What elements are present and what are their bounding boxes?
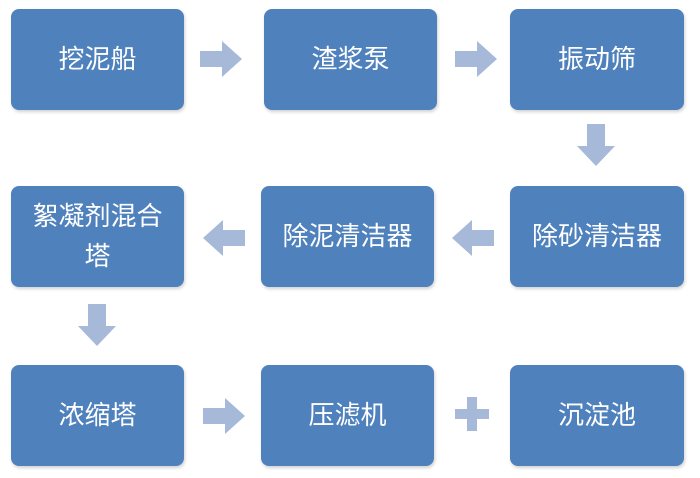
node-desilter: 除泥清洁器 — [261, 186, 434, 287]
node-label: 除砂清洁器 — [531, 221, 662, 252]
node-sedimentation-tank: 沉淀池 — [510, 365, 684, 466]
left-arrow-icon — [203, 220, 245, 256]
right-arrow-icon — [200, 41, 242, 77]
node-label: 挖泥船 — [58, 44, 137, 75]
node-label: 振动筛 — [557, 44, 636, 75]
node-label: 浓缩塔 — [58, 400, 137, 431]
node-flocculation-tower: 絮凝剂混合塔 — [11, 186, 184, 287]
plus-icon — [455, 397, 489, 431]
left-arrow-icon — [452, 220, 494, 256]
node-thickener: 浓缩塔 — [11, 365, 184, 466]
node-label: 渣浆泵 — [311, 44, 390, 75]
node-dredger: 挖泥船 — [11, 9, 184, 110]
down-arrow-icon — [78, 304, 116, 346]
node-label: 压滤机 — [308, 400, 387, 431]
node-label: 除泥清洁器 — [282, 221, 413, 252]
node-label: 沉淀池 — [557, 400, 636, 431]
down-arrow-icon — [577, 124, 615, 166]
node-slurry-pump: 渣浆泵 — [264, 9, 437, 110]
node-filter-press: 压滤机 — [261, 365, 434, 466]
node-label: 絮凝剂混合塔 — [32, 201, 163, 272]
node-vibrating-screen: 振动筛 — [510, 9, 684, 110]
right-arrow-icon — [455, 41, 497, 77]
node-desander: 除砂清洁器 — [510, 186, 684, 287]
right-arrow-icon — [203, 398, 245, 434]
